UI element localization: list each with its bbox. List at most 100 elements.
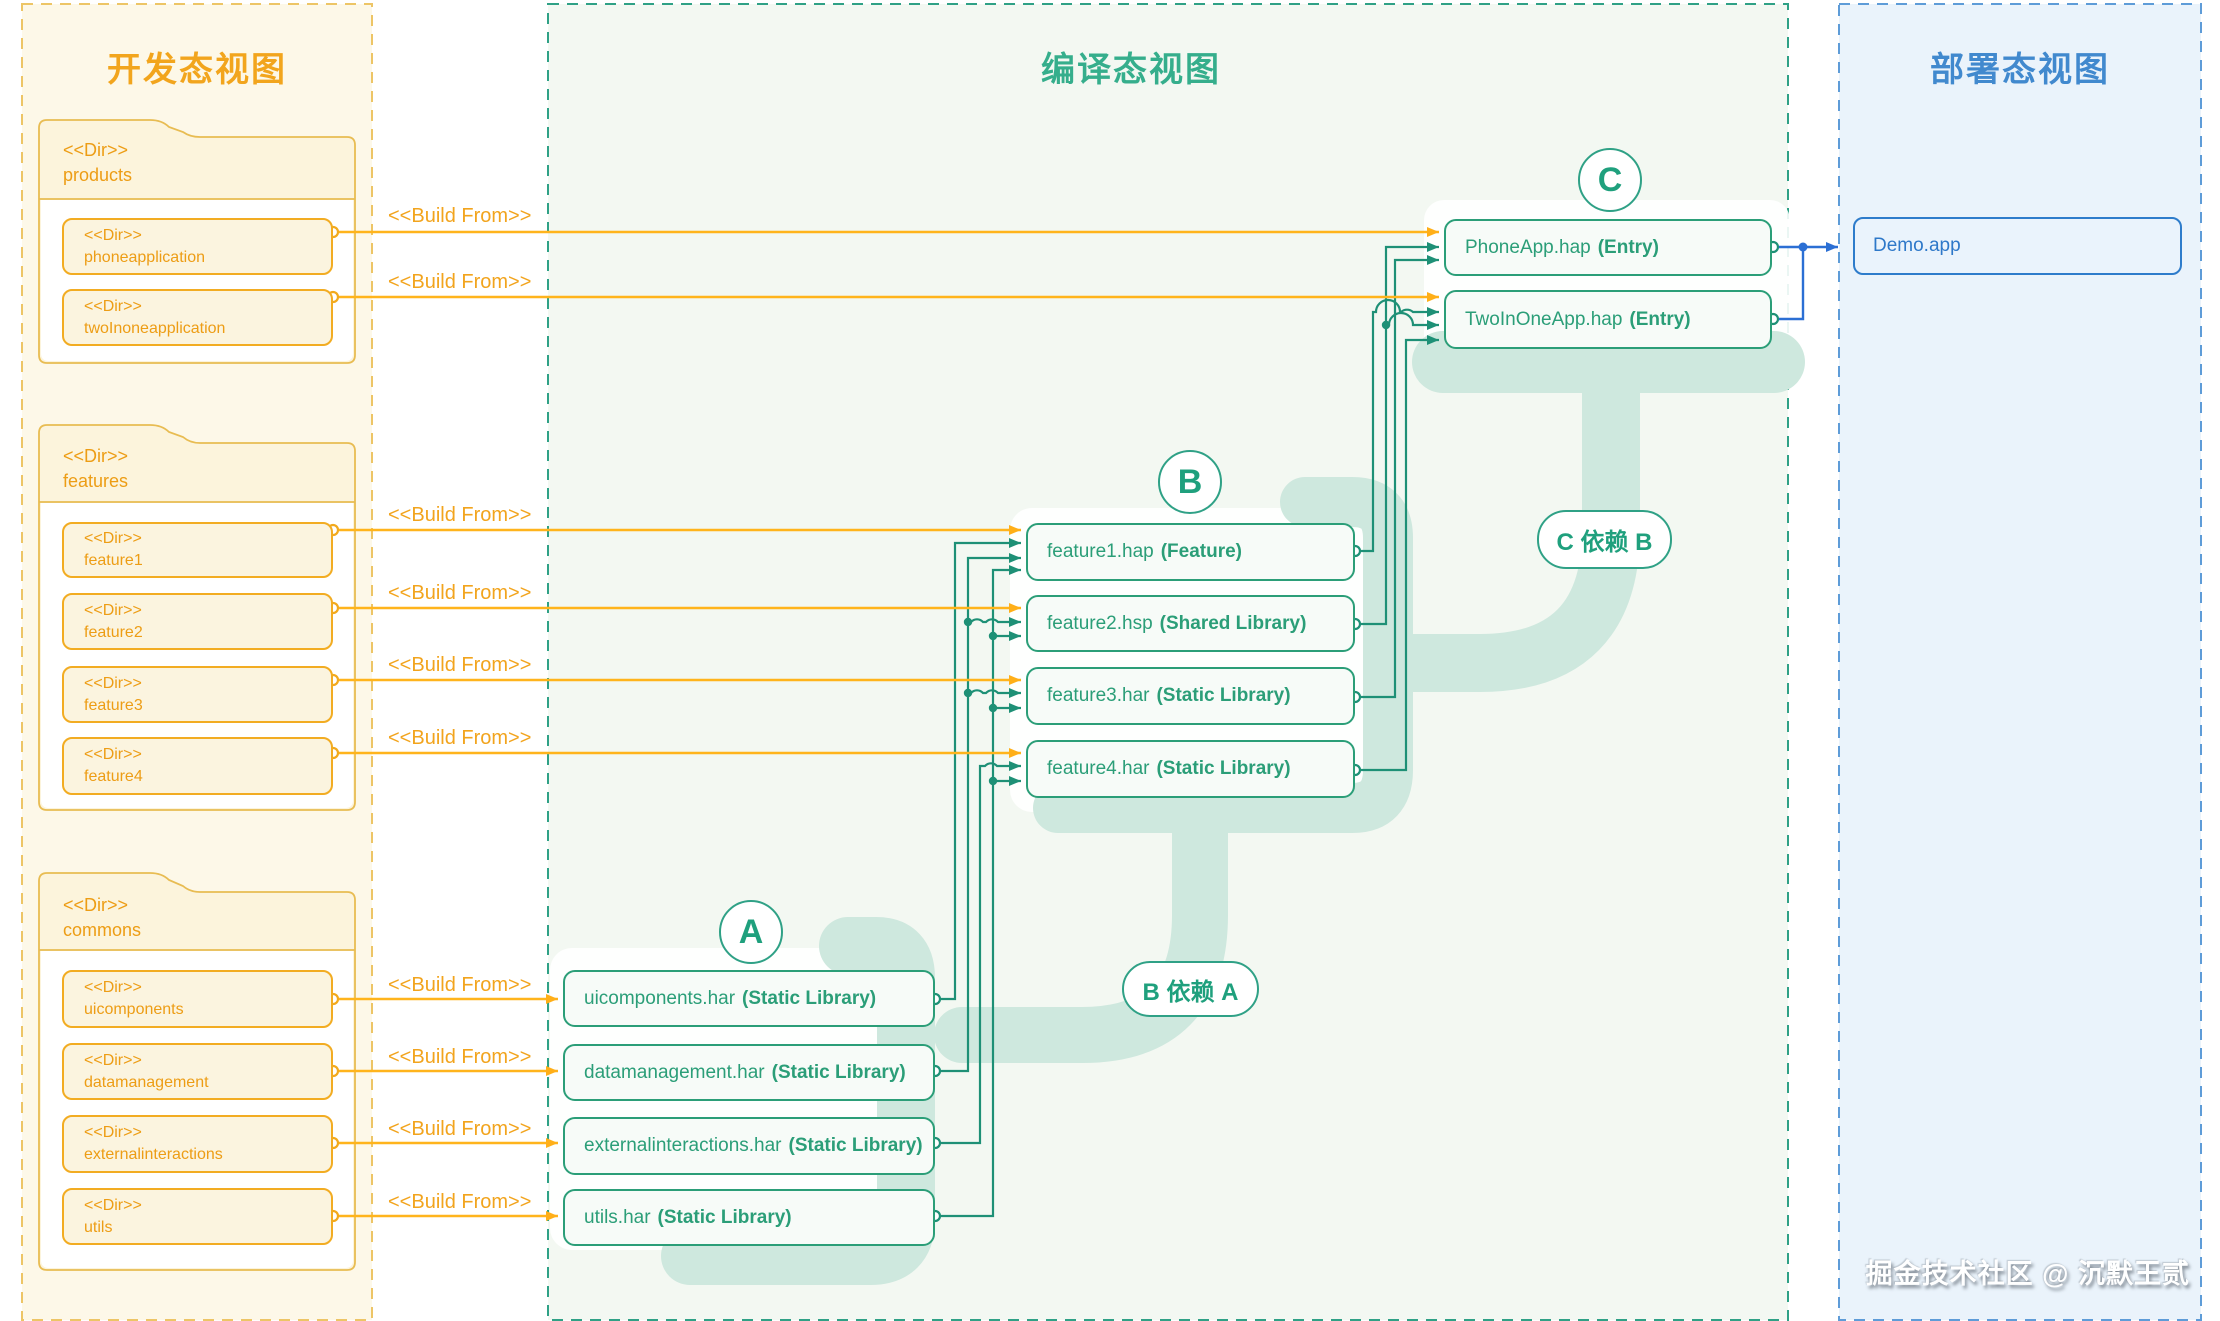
build-view-title: 编译态视图: [1041, 51, 1221, 89]
build-from-label: <<Build From>>: [388, 205, 532, 227]
folder-name: commons: [63, 920, 142, 940]
dir-stereotype: <<Dir>>: [84, 979, 142, 996]
dir-box-feature4: <<Dir>> feature4: [62, 737, 333, 795]
build-from-lines: [338, 227, 1439, 1221]
dir-stereotype: <<Dir>>: [84, 1051, 142, 1069]
dir-name: externalinteractions: [84, 1146, 223, 1163]
dep-lines-b-to-c: [1360, 242, 1439, 772]
module-box-phoneapp: PhoneApp.hap (Entry): [1444, 219, 1772, 276]
deploy-junction-dot: [1798, 242, 1808, 252]
watermark-text: 掘金技术社区 @ 沉默王贰: [1865, 1259, 2190, 1289]
pill-c-depends-b: C 依赖 B: [1537, 510, 1672, 569]
module-name: datamanagement.har: [584, 1061, 765, 1083]
dir-stereotype: <<Dir>>: [84, 530, 142, 547]
dir-name: twoInoneapplication: [84, 319, 226, 337]
module-name: PhoneApp.hap: [1465, 236, 1591, 258]
folder-stereotype: <<Dir>>: [63, 140, 129, 160]
dir-name: datamanagement: [84, 1073, 209, 1091]
group-letter: A: [738, 912, 764, 951]
dir-box-externalinteractions: <<Dir>> externalinteractions: [62, 1115, 333, 1173]
dir-stereotype: <<Dir>>: [84, 1124, 142, 1141]
build-from-label: <<Build From>>: [388, 582, 532, 604]
group-letter: C: [1597, 160, 1623, 199]
module-name: feature4.har: [1047, 758, 1150, 779]
module-name: feature3.har: [1047, 685, 1150, 706]
module-type: (Static Library): [657, 1206, 792, 1228]
module-type: (Static Library): [1156, 685, 1291, 706]
module-box-feature4: feature4.har (Static Library): [1026, 740, 1355, 798]
group-c-badge: C: [1578, 148, 1642, 212]
group-a-badge: A: [719, 900, 783, 964]
module-box-externalinteractions-har: externalinteractions.har (Static Library…: [563, 1117, 935, 1175]
build-from-label: <<Build From>>: [388, 974, 532, 996]
column-deploy-panel: [1838, 3, 2202, 1321]
module-name: uicomponents.har: [584, 987, 736, 1009]
module-box-feature2: feature2.hsp (Shared Library): [1026, 595, 1355, 652]
dir-name: feature1: [84, 552, 143, 569]
module-type: (Static Library): [742, 987, 877, 1009]
folder-name: products: [63, 165, 133, 185]
dir-box-feature3: <<Dir>> feature3: [62, 666, 333, 723]
module-name: utils.har: [584, 1206, 651, 1228]
folder-label-features: <<Dir>> features: [63, 444, 128, 494]
folder-stereotype: <<Dir>>: [63, 446, 129, 466]
deploy-lines: [1778, 242, 1838, 321]
build-from-label: <<Build From>>: [388, 271, 532, 293]
dir-name: feature4: [84, 768, 143, 785]
group-b-badge: B: [1158, 450, 1222, 514]
module-type: (Feature): [1160, 541, 1242, 562]
deploy-view-title: 部署态视图: [1930, 51, 2110, 89]
module-type: (Entry): [1597, 236, 1659, 258]
module-type: (Static Library): [771, 1061, 906, 1083]
module-box-twoinoneapp: TwoInOneApp.hap (Entry): [1444, 290, 1772, 349]
dir-box-uicomponents: <<Dir>> uicomponents: [62, 970, 333, 1028]
dir-box-twoinoneapplication: <<Dir>> twoInoneapplication: [62, 289, 333, 346]
dir-stereotype: <<Dir>>: [84, 601, 142, 619]
module-type: (Entry): [1629, 308, 1691, 330]
dir-name: uicomponents: [84, 1001, 184, 1018]
deploy-box-demo-app: Demo.app: [1853, 217, 2182, 275]
build-from-label: <<Build From>>: [388, 654, 532, 676]
folder-label-products: <<Dir>> products: [63, 138, 132, 188]
module-type: (Static Library): [788, 1135, 923, 1156]
dir-stereotype: <<Dir>>: [84, 1196, 142, 1214]
build-from-label: <<Build From>>: [388, 1118, 532, 1140]
dir-box-feature2: <<Dir>> feature2: [62, 593, 333, 650]
pill-b-depends-a: B 依赖 A: [1122, 961, 1259, 1017]
dir-stereotype: <<Dir>>: [84, 746, 142, 763]
junction-dots: [963, 320, 1391, 786]
dev-view-title: 开发态视图: [107, 51, 287, 89]
module-box-datamanagement-har: datamanagement.har (Static Library): [563, 1044, 935, 1101]
module-type: (Static Library): [1156, 758, 1291, 779]
group-letter: B: [1177, 462, 1203, 501]
dir-box-datamanagement: <<Dir>> datamanagement: [62, 1043, 333, 1100]
module-box-uicomponents-har: uicomponents.har (Static Library): [563, 970, 935, 1027]
build-from-label: <<Build From>>: [388, 1191, 532, 1213]
dir-name: utils: [84, 1218, 113, 1236]
dir-name: feature3: [84, 696, 143, 714]
dir-stereotype: <<Dir>>: [84, 674, 142, 692]
build-from-label: <<Build From>>: [388, 727, 532, 749]
module-name: TwoInOneApp.hap: [1465, 308, 1623, 330]
module-name: feature2.hsp: [1047, 612, 1153, 634]
module-type: (Shared Library): [1159, 612, 1307, 634]
dep-lines-a-to-b: [940, 538, 1021, 1218]
module-box-utils-har: utils.har (Static Library): [563, 1189, 935, 1246]
folder-stereotype: <<Dir>>: [63, 895, 129, 915]
band-around-b: [1033, 477, 1413, 833]
folder-label-commons: <<Dir>> commons: [63, 893, 141, 943]
dir-name: phoneapplication: [84, 248, 205, 266]
dir-box-utils: <<Dir>> utils: [62, 1188, 333, 1245]
build-from-label: <<Build From>>: [388, 1046, 532, 1068]
dir-stereotype: <<Dir>>: [84, 297, 142, 315]
dir-stereotype: <<Dir>>: [84, 226, 142, 244]
module-name: feature1.hap: [1047, 541, 1154, 562]
build-from-label: <<Build From>>: [388, 504, 532, 526]
folder-name: features: [63, 471, 129, 491]
dir-box-feature1: <<Dir>> feature1: [62, 522, 333, 578]
dir-box-phoneapplication: <<Dir>> phoneapplication: [62, 218, 333, 275]
dir-name: feature2: [84, 623, 143, 641]
module-name: externalinteractions.har: [584, 1135, 782, 1156]
